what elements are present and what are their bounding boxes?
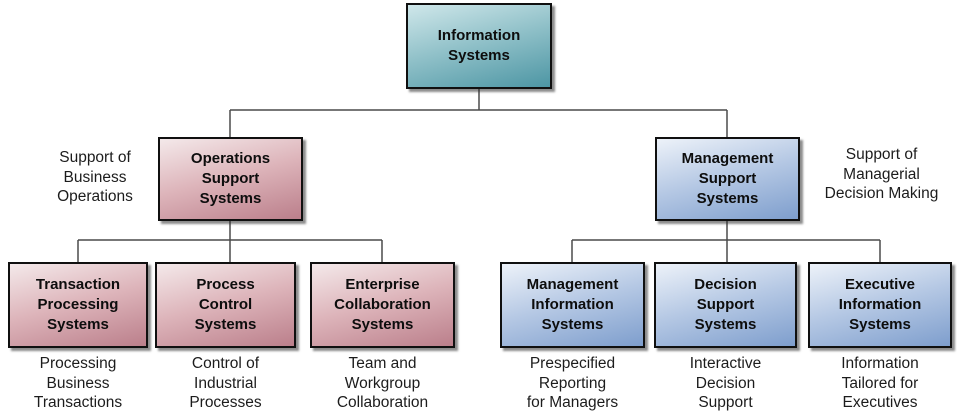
caption-decision-support-systems: Interactive Decision Support <box>689 355 762 411</box>
side-note-managerial-decision-making: Support of Managerial Decision Making <box>824 146 939 202</box>
caption-transaction-processing-systems: Processing Business Transactions <box>33 355 123 411</box>
node-management-support-systems: Management Support Systems <box>655 137 800 221</box>
caption-enterprise-collaboration-systems: Team and Workgroup Collaboration <box>336 355 429 411</box>
side-note-business-operations: Support of Business Operations <box>57 149 133 205</box>
caption-process-control-systems: Control of Industrial Processes <box>189 355 262 411</box>
caption-management-information-systems: Prespecified Reporting for Managers <box>526 355 619 411</box>
node-executive-information-systems: Executive Information Systems <box>808 262 952 348</box>
node-enterprise-collaboration-systems: Enterprise Collaboration Systems <box>310 262 455 348</box>
node-transaction-processing-systems: Transaction Processing Systems <box>8 262 148 348</box>
node-operations-support-systems: Operations Support Systems <box>158 137 303 221</box>
caption-executive-information-systems: Information Tailored for Executives <box>841 355 919 411</box>
node-process-control-systems: Process Control Systems <box>155 262 296 348</box>
node-decision-support-systems: Decision Support Systems <box>654 262 797 348</box>
node-information-systems: Information Systems <box>406 3 552 89</box>
node-management-information-systems: Management Information Systems <box>500 262 645 348</box>
